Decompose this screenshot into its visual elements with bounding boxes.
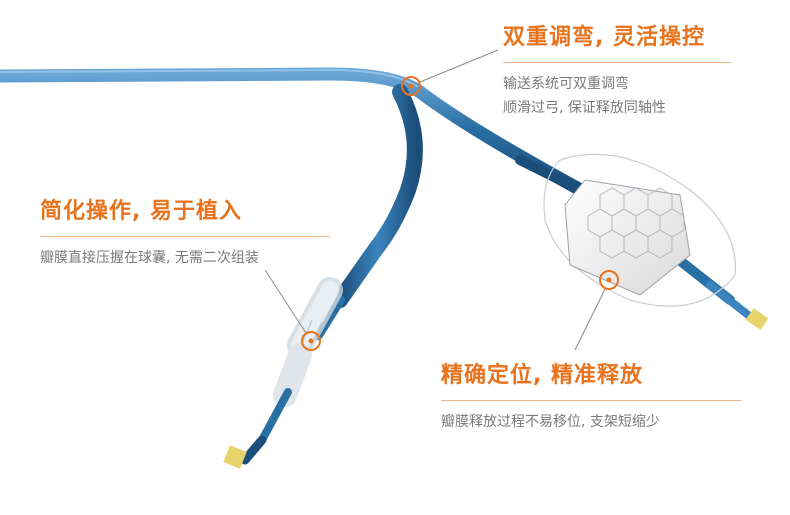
valve-stent [564,179,691,296]
marker-precise-position [574,270,619,351]
main-catheter [0,67,597,202]
branch-catheter [332,84,423,308]
feature-dual-bend: 双重调弯, 灵活操控 输送系统可双重调弯 顺滑过弓, 保证释放同轴性 [503,24,731,120]
feature-precise-position: 精确定位, 精准释放 瓣膜释放过程不易移位, 支架短缩少 [441,362,741,434]
feature-simple-operation: 简化操作, 易于植入 瓣膜直接压握在球囊, 无需二次组装 [40,198,330,270]
feature-desc-line: 顺滑过弓, 保证释放同轴性 [503,100,666,116]
feature-title: 精确定位, 精准释放 [441,363,644,388]
feature-desc-line: 瓣膜释放过程不易移位, 支架短缩少 [441,414,660,430]
divider [503,62,731,63]
feature-title: 双重调弯, 灵活操控 [503,25,706,50]
feature-title: 简化操作, 易于植入 [40,199,243,224]
divider [40,236,330,237]
feature-desc-line: 输送系统可双重调弯 [503,76,629,92]
balloon-outline [543,153,737,307]
feature-desc-line: 瓣膜直接压握在球囊, 无需二次组装 [40,250,259,266]
marker-dual-bend [401,49,499,96]
handle-section [223,277,343,469]
divider [441,400,741,401]
marker-simple-operation [264,269,321,351]
